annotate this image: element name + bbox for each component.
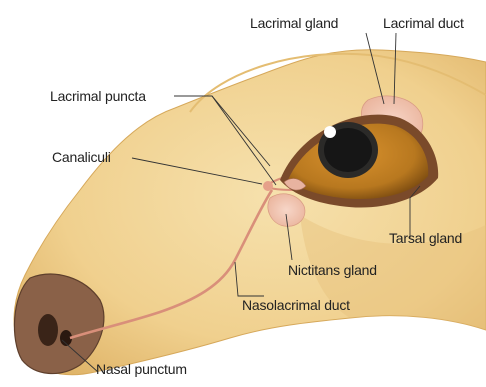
lacrimal-sac bbox=[263, 181, 273, 191]
label-canaliculi: Canaliculi bbox=[52, 149, 111, 165]
label-lacrimal-duct: Lacrimal duct bbox=[383, 15, 464, 31]
eye-highlight bbox=[324, 126, 336, 138]
label-nasolacrimal-duct: Nasolacrimal duct bbox=[242, 297, 350, 313]
label-lacrimal-puncta: Lacrimal puncta bbox=[50, 88, 146, 104]
label-lacrimal-gland: Lacrimal gland bbox=[250, 15, 338, 31]
label-nictitans-gland: Nictitans gland bbox=[288, 262, 377, 278]
label-nasal-punctum: Nasal punctum bbox=[96, 361, 187, 377]
nostril bbox=[38, 314, 58, 346]
label-tarsal-gland: Tarsal gland bbox=[389, 230, 462, 246]
